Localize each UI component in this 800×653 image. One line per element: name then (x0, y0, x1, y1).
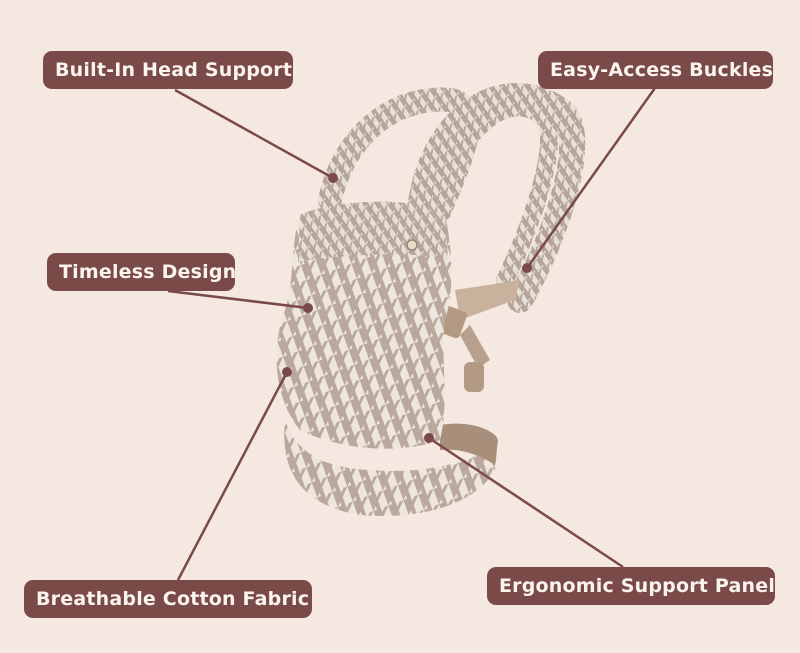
marker-dot-timeless-design (303, 303, 313, 313)
marker-dot-support-panel (424, 433, 434, 443)
body-panel (276, 201, 452, 449)
shoulder-straps (318, 83, 586, 313)
callout-easy-access-buckles: Easy-Access Buckles (538, 51, 773, 89)
marker-dot-head-support (328, 173, 338, 183)
leader-lines (167, 87, 657, 581)
callout-breathable-cotton-fabric: Breathable Cotton Fabric (24, 580, 312, 618)
waist-belt (284, 420, 498, 516)
leader-line-timeless-design (167, 289, 309, 310)
callout-ergonomic-support-panel: Ergonomic Support Panel (487, 567, 775, 605)
marker-dot-buckles (522, 263, 532, 273)
leader-line-head-support (174, 88, 334, 180)
callout-timeless-design: Timeless Design (47, 253, 236, 291)
leader-line-buckles (525, 87, 657, 269)
leader-line-cotton-fabric (176, 371, 289, 581)
marker-dot-cotton-fabric (282, 367, 292, 377)
callout-head-support: Built-In Head Support (43, 51, 293, 89)
side-buckle (437, 280, 520, 392)
leader-line-support-panel (428, 436, 624, 569)
